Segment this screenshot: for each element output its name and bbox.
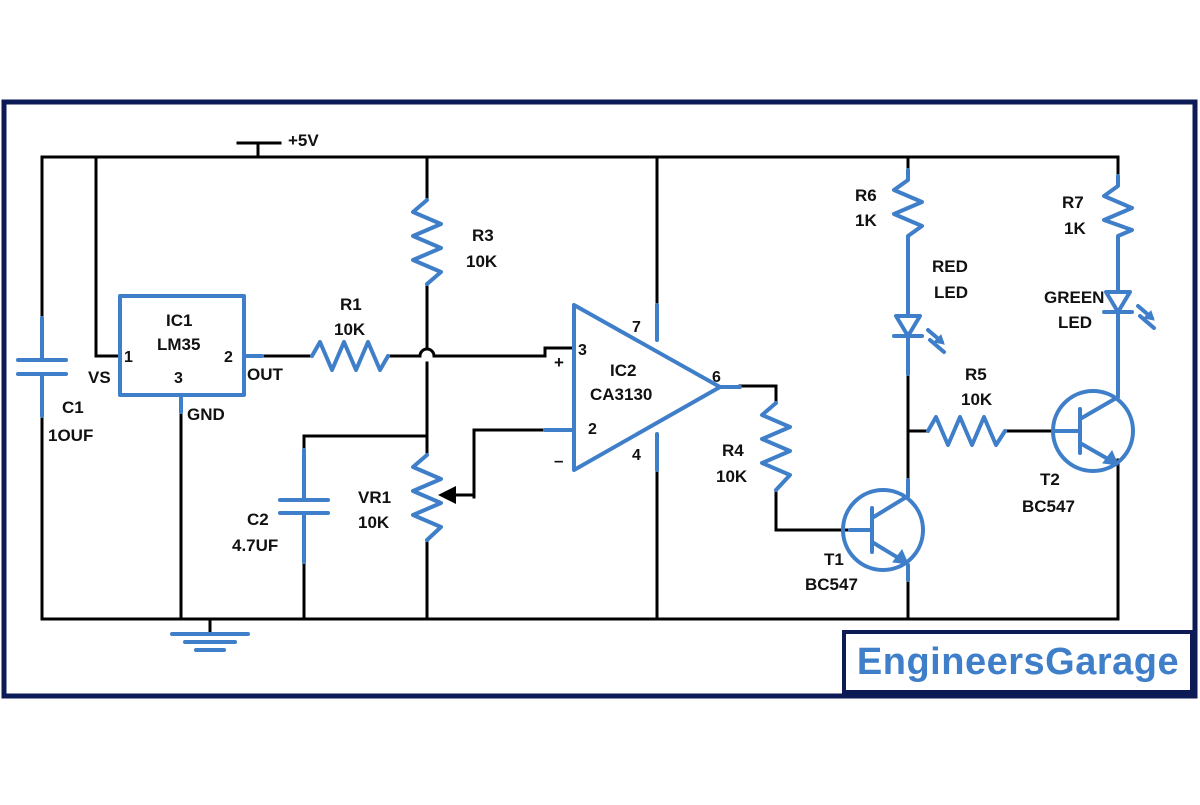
ic1-pin3: 3 bbox=[174, 370, 183, 387]
ic2-minus: – bbox=[554, 451, 563, 470]
ic2-pin4: 4 bbox=[632, 447, 641, 464]
logo-text: EngineersGarage bbox=[856, 640, 1180, 683]
c2-ref: C2 bbox=[247, 510, 269, 529]
capacitor-c1: C1 1OUF bbox=[16, 316, 93, 445]
led-red-line2: LED bbox=[934, 283, 968, 302]
resistor-r4: R4 10K bbox=[716, 401, 792, 492]
ic2-part: CA3130 bbox=[590, 385, 652, 404]
led-red-line1: RED bbox=[932, 257, 968, 276]
resistor-r3: R3 10K bbox=[411, 198, 498, 286]
r6-value: 1K bbox=[855, 211, 877, 230]
supply-symbol: +5V bbox=[288, 131, 319, 150]
r5-value: 10K bbox=[961, 390, 993, 409]
ic1-ref: IC1 bbox=[166, 311, 192, 330]
led-green-line1: GREEN bbox=[1044, 288, 1104, 307]
logo-box: EngineersGarage bbox=[842, 630, 1194, 694]
r5-ref: R5 bbox=[965, 365, 987, 384]
c1-ref: C1 bbox=[62, 398, 84, 417]
ic2-opamp: IC2 CA3130 3 2 7 4 6 + – bbox=[543, 303, 742, 472]
ic1-part: LM35 bbox=[157, 335, 200, 354]
c1-value: 1OUF bbox=[48, 426, 93, 445]
resistor-r7: R7 1K bbox=[1062, 174, 1134, 242]
r3-value: 10K bbox=[466, 252, 498, 271]
r7-ref: R7 bbox=[1062, 193, 1084, 212]
ic2-pin3: 3 bbox=[578, 342, 587, 359]
resistor-r5: R5 10K bbox=[926, 365, 1007, 447]
r3-ref: R3 bbox=[472, 226, 494, 245]
resistor-r6: R6 1K bbox=[855, 168, 924, 242]
r1-ref: R1 bbox=[340, 295, 362, 314]
ic1-gnd-label: GND bbox=[187, 405, 225, 424]
led-green: GREEN LED bbox=[1044, 238, 1156, 397]
diagram-frame bbox=[1, 99, 1198, 699]
t1-ref: T1 bbox=[824, 550, 844, 569]
ic1-pin1: 1 bbox=[124, 349, 133, 366]
ic2-pin6: 6 bbox=[712, 369, 721, 386]
ic1-pin2: 2 bbox=[224, 349, 233, 366]
r7-value: 1K bbox=[1064, 219, 1086, 238]
r4-ref: R4 bbox=[722, 441, 744, 460]
ic1-lm35: IC1 LM35 1 2 3 VS OUT GND bbox=[88, 294, 284, 424]
resistor-r1: R1 10K bbox=[310, 295, 390, 372]
transistor-t2: T2 BC547 bbox=[1022, 389, 1135, 516]
ic1-vs-label: VS bbox=[88, 368, 111, 387]
t2-ref: T2 bbox=[1040, 470, 1060, 489]
r6-ref: R6 bbox=[855, 186, 877, 205]
wires bbox=[40, 141, 1120, 634]
ic2-ref: IC2 bbox=[610, 361, 636, 380]
capacitor-c2: C2 4.7UF bbox=[232, 448, 330, 564]
t1-part: BC547 bbox=[805, 575, 858, 594]
supply-label: +5V bbox=[288, 131, 319, 150]
ic1-out-label: OUT bbox=[247, 365, 284, 384]
potentiometer-vr1: VR1 10K bbox=[358, 453, 474, 542]
vr1-ref: VR1 bbox=[358, 488, 391, 507]
ground-symbol bbox=[170, 632, 250, 652]
led-green-line2: LED bbox=[1058, 313, 1092, 332]
ic2-plus: + bbox=[554, 353, 564, 372]
c2-value: 4.7UF bbox=[232, 536, 278, 555]
transistor-t1: T1 BC547 bbox=[805, 478, 925, 594]
ic2-pin2: 2 bbox=[588, 421, 597, 438]
led-red: RED LED bbox=[892, 238, 968, 376]
r1-value: 10K bbox=[334, 320, 366, 339]
t2-part: BC547 bbox=[1022, 497, 1075, 516]
vr1-value: 10K bbox=[358, 513, 390, 532]
r4-value: 10K bbox=[716, 467, 748, 486]
ic2-pin7: 7 bbox=[632, 319, 641, 336]
